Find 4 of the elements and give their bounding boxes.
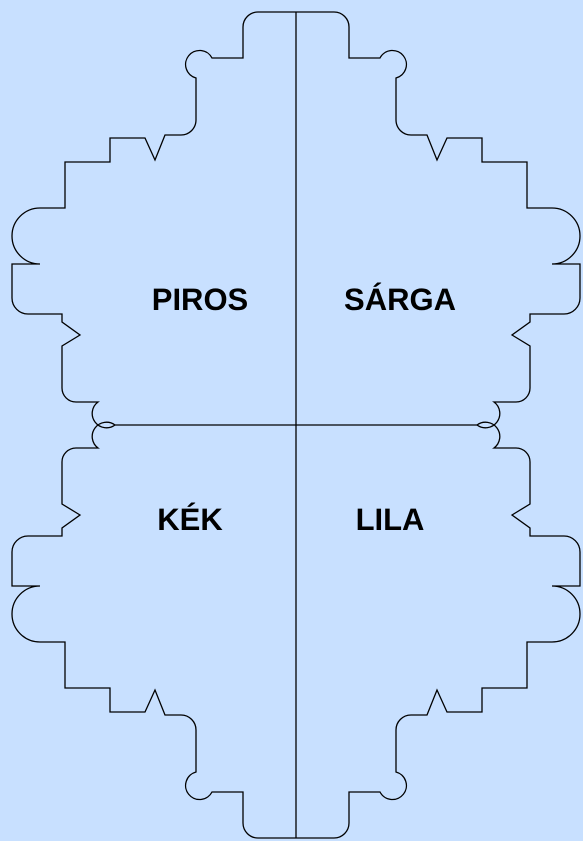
region-label: SÁRGA bbox=[344, 282, 456, 318]
region-label: LILA bbox=[356, 502, 424, 538]
region-label: KÉK bbox=[157, 502, 223, 538]
region-label: PIROS bbox=[152, 282, 248, 318]
